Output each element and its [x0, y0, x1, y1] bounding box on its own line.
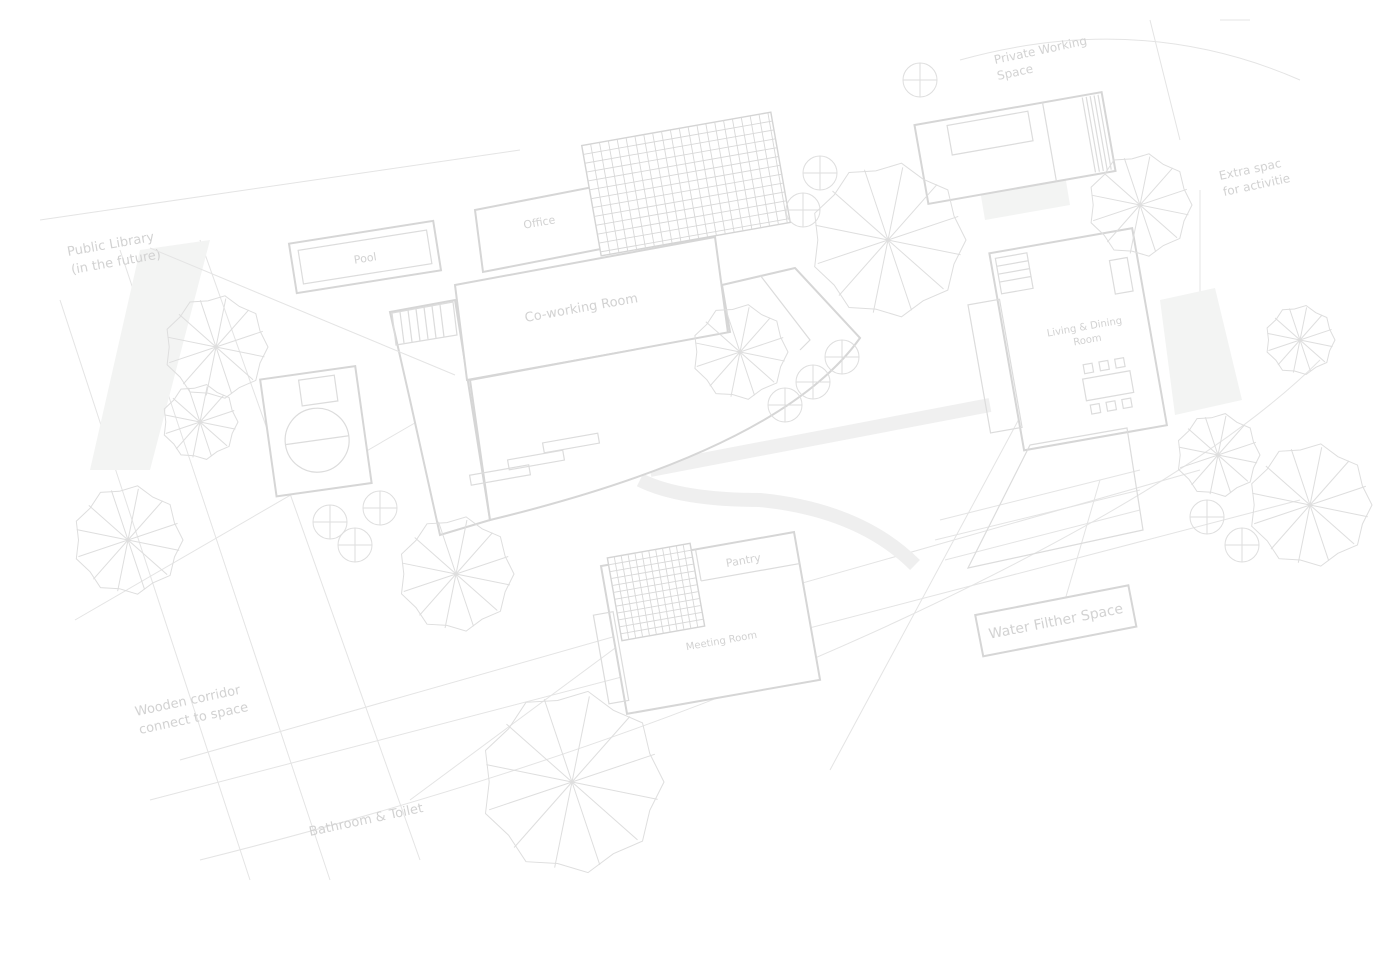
pool-label: Pool — [353, 250, 378, 266]
pergola-grid-meeting — [606, 542, 706, 642]
round-pavilion — [259, 365, 373, 498]
trees — [75, 62, 1373, 874]
office-label: Office — [522, 213, 556, 231]
shrub-1 — [802, 155, 838, 191]
shaded-areas — [90, 175, 1242, 570]
tree-coworking-right — [694, 304, 789, 400]
tree-library-mid — [163, 384, 239, 460]
shrub-7 — [795, 364, 831, 400]
pergola-grid-top — [580, 111, 792, 257]
private-working-label-line1: Private Working — [993, 34, 1088, 67]
public-library-leader — [149, 247, 456, 376]
shrub-10 — [1224, 527, 1260, 563]
shrub-11 — [902, 62, 938, 98]
tree-right-mid — [1177, 413, 1261, 497]
shrub-8 — [824, 339, 860, 375]
tree-bottom-large — [484, 690, 665, 874]
shrub-6 — [767, 387, 803, 423]
pool: Pool — [287, 219, 443, 295]
tree-private-right — [1090, 153, 1193, 257]
main-building: Office Co-working Room — [388, 184, 862, 537]
shrub-3 — [312, 504, 348, 540]
tree-right-large — [1251, 443, 1373, 567]
shrub-9 — [1189, 499, 1225, 535]
shrub-4 — [362, 490, 398, 526]
tree-bottom-center — [400, 516, 515, 632]
tree-library-top — [166, 295, 269, 399]
water-filter-space: Water Filther Space — [974, 584, 1138, 658]
living-dining-building — [967, 227, 1169, 452]
stairs-main — [391, 301, 458, 346]
shrub-5 — [337, 527, 373, 563]
tree-top-center-large — [814, 162, 967, 318]
tree-right-edge — [1266, 304, 1336, 376]
bathroom-label: Bathroom & Toilet — [308, 801, 425, 840]
tree-left-bottom — [75, 485, 184, 595]
private-working-space — [913, 90, 1117, 206]
pantry-label: Pantry — [725, 551, 762, 570]
deck-platform — [966, 427, 1144, 569]
living-dining-label-line2: Room — [1073, 333, 1103, 349]
shrub-2 — [785, 192, 821, 228]
